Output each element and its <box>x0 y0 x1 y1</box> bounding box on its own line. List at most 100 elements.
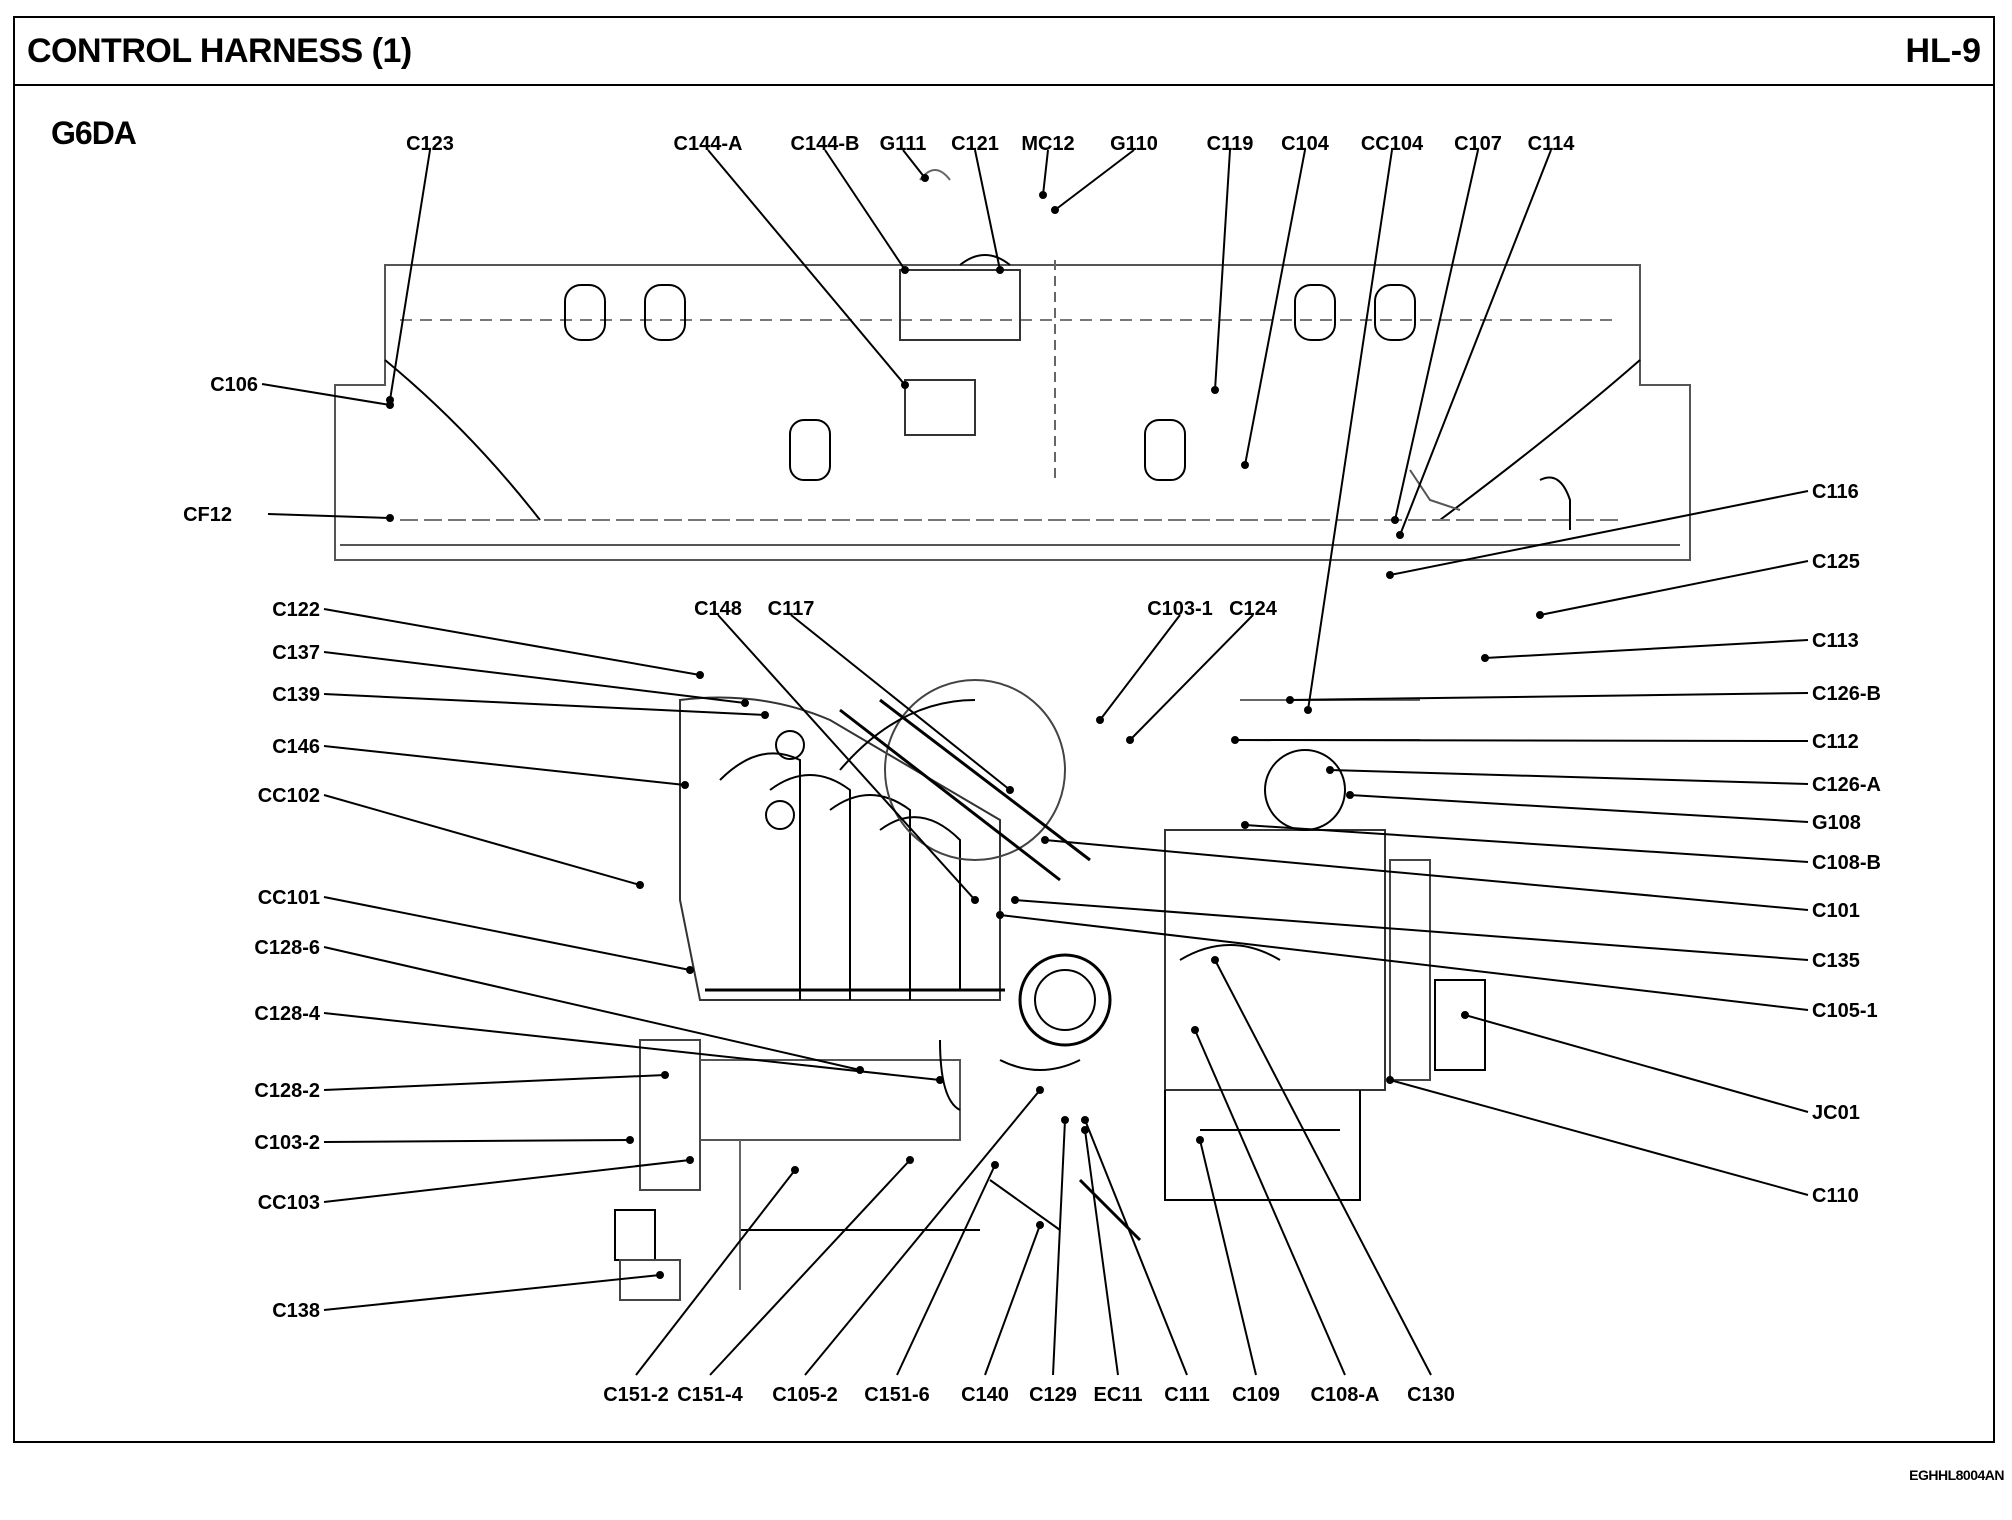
connector-point-c144-a <box>901 381 909 389</box>
leader-line-c148 <box>717 614 976 901</box>
connector-label-c103-2: C103-2 <box>254 1132 320 1154</box>
leader-line-c130 <box>1214 959 1432 1376</box>
connector-point-cc104 <box>1304 706 1312 714</box>
connector-point-c140 <box>1036 1221 1044 1229</box>
connector-point-cc103 <box>686 1156 694 1164</box>
connector-point-cc101 <box>686 966 694 974</box>
leader-line-c146 <box>323 745 686 786</box>
connector-label-c135: C135 <box>1812 950 1860 972</box>
connector-point-c151-2 <box>791 1166 799 1174</box>
connector-label-c105-1: C105-1 <box>1812 1000 1878 1022</box>
connector-label-c144-a: C144-A <box>674 133 743 155</box>
leader-line-c103-2 <box>323 1139 631 1143</box>
connector-point-c114 <box>1396 531 1404 539</box>
connector-label-c117: C117 <box>768 598 815 620</box>
connector-point-c110 <box>1386 1076 1394 1084</box>
connector-label-c151-2: C151-2 <box>603 1384 669 1406</box>
connector-point-g110 <box>1051 206 1059 214</box>
leader-line-c151-2 <box>635 1169 796 1376</box>
connector-point-c106 <box>386 401 394 409</box>
connector-label-c103-1: C103-1 <box>1147 598 1213 620</box>
connector-point-c113 <box>1481 654 1489 662</box>
leader-line-c114 <box>1399 149 1552 536</box>
connector-point-c126-b <box>1286 696 1294 704</box>
leader-line-c116 <box>1389 490 1809 576</box>
leader-line-c126-a <box>1329 769 1809 785</box>
leader-line-c129 <box>1052 1119 1066 1376</box>
figure-code: EGHHL8004AN <box>1909 1467 2004 1483</box>
connector-label-cf12: CF12 <box>183 504 232 526</box>
leader-line-c108-a <box>1194 1029 1346 1376</box>
connector-point-g111 <box>921 174 929 182</box>
leader-line-c109 <box>1199 1139 1257 1376</box>
connector-label-cc103: CC103 <box>258 1192 320 1214</box>
connector-label-c128-6: C128-6 <box>254 937 320 959</box>
connector-label-c126-b: C126-B <box>1812 683 1881 705</box>
leader-line-c121 <box>974 149 1001 271</box>
connector-label-c128-4: C128-4 <box>254 1003 320 1025</box>
connector-label-jc01: JC01 <box>1812 1102 1860 1124</box>
connector-label-c101: C101 <box>1812 900 1860 922</box>
connector-point-c103-2 <box>626 1136 634 1144</box>
leader-line-c111 <box>1084 1119 1188 1376</box>
connector-point-c144-b <box>901 266 909 274</box>
leader-line-c117 <box>790 614 1011 791</box>
connector-point-c138 <box>656 1271 664 1279</box>
connector-label-c105-2: C105-2 <box>772 1384 838 1406</box>
connector-label-c151-4: C151-4 <box>677 1384 743 1406</box>
connector-label-c137: C137 <box>272 642 320 664</box>
leader-line-c108-b <box>1244 824 1809 863</box>
connector-point-c116 <box>1386 571 1394 579</box>
leader-lines <box>261 149 1809 1376</box>
leader-line-c110 <box>1389 1079 1809 1196</box>
connector-point-c107 <box>1391 516 1399 524</box>
leader-line-c107 <box>1394 149 1479 521</box>
connector-label-c125: C125 <box>1812 551 1860 573</box>
leader-line-cc104 <box>1307 149 1393 711</box>
connector-point-c148 <box>971 896 979 904</box>
leader-line-c122 <box>323 608 701 676</box>
connector-point-c128-2 <box>661 1071 669 1079</box>
connector-point-c139 <box>761 711 769 719</box>
connector-label-c107: C107 <box>1454 133 1502 155</box>
leader-line-cf12 <box>267 513 391 519</box>
leader-line-mc12 <box>1042 149 1049 196</box>
leader-line-c140 <box>984 1224 1041 1376</box>
engine-drawing <box>334 169 1691 1301</box>
leader-line-cc103 <box>323 1159 691 1203</box>
connector-point-c135 <box>1011 896 1019 904</box>
connector-label-c111: C111 <box>1164 1384 1210 1406</box>
connector-label-g111: G111 <box>880 133 927 155</box>
connector-point-c117 <box>1006 786 1014 794</box>
leader-line-c105-1 <box>999 914 1809 1011</box>
connector-label-c110: C110 <box>1812 1185 1859 1207</box>
leader-line-jc01 <box>1464 1014 1809 1113</box>
connector-point-c146 <box>681 781 689 789</box>
connector-label-c108-b: C108-B <box>1812 852 1881 874</box>
connector-label-c138: C138 <box>272 1300 320 1322</box>
leader-line-c135 <box>1014 899 1809 961</box>
connector-point-cc102 <box>636 881 644 889</box>
connector-label-c146: C146 <box>272 736 320 758</box>
leader-line-c151-4 <box>709 1159 911 1376</box>
connector-label-ec11: EC11 <box>1094 1384 1143 1406</box>
connector-label-c116: C116 <box>1812 481 1859 503</box>
connector-point-c129 <box>1061 1116 1069 1124</box>
leader-line-c151-6 <box>896 1164 996 1376</box>
connector-label-c106: C106 <box>210 374 258 396</box>
leader-line-c138 <box>323 1274 661 1311</box>
connector-point-c111 <box>1081 1116 1089 1124</box>
connector-point-jc01 <box>1461 1011 1469 1019</box>
connector-label-c140: C140 <box>961 1384 1009 1406</box>
connector-point-c101 <box>1041 836 1049 844</box>
leader-line-c113 <box>1484 639 1809 659</box>
page-code: HL-9 <box>1905 32 1981 70</box>
connector-point-c128-4 <box>936 1076 944 1084</box>
page-title: CONTROL HARNESS (1) <box>27 32 412 70</box>
diagram-frame: CONTROL HARNESS (1) HL-9 <box>13 16 1995 1443</box>
connector-point-mc12 <box>1039 191 1047 199</box>
leader-line-c101 <box>1044 839 1809 911</box>
connector-label-c112: C112 <box>1812 731 1859 753</box>
leader-line-c124 <box>1129 614 1254 741</box>
